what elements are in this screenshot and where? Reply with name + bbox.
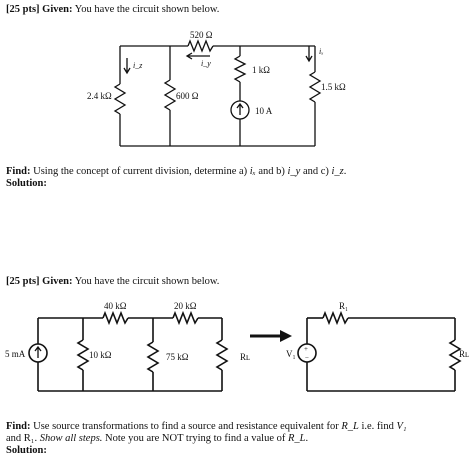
find-show: Show all steps. (39, 433, 103, 444)
label-ix: iₓ (319, 47, 324, 56)
resistor-rl (215, 339, 229, 371)
resistor-r1 (322, 310, 349, 326)
find-text: i.e. find (361, 421, 394, 432)
problem1-solution: Solution: (6, 178, 47, 189)
find-text: Using the concept of current division, d… (33, 166, 248, 177)
label-520: 520 Ω (190, 30, 213, 40)
problem1-find: Find: Using the concept of current divis… (6, 166, 346, 178)
label-rl-equivalent: Rʟ (459, 349, 469, 359)
source-arrow-icon (34, 345, 42, 358)
resistor-10k (76, 339, 90, 371)
resistor-1k (233, 55, 247, 83)
label-600: 600 Ω (176, 91, 199, 101)
find-label: Find: (6, 166, 31, 177)
find-label: Find: (6, 421, 31, 432)
problem2-header: [25 pts] Given: You have the circuit sho… (6, 276, 219, 288)
circuit-2: 40 kΩ 20 kΩ 5 mA 10 kΩ 75 kΩ Rʟ (5, 301, 250, 392)
find-text: and b) (258, 166, 285, 177)
problem2-solution: Solution: (6, 445, 47, 456)
resistor-20k (172, 310, 199, 326)
problem2-find-line1: Find: Use source transformations to find… (6, 421, 407, 433)
arrow-down-icon (123, 58, 131, 75)
find-v1: V₁ (396, 421, 407, 432)
resistor-520 (187, 39, 214, 53)
given-text: You have the circuit shown below. (74, 4, 220, 15)
circuit-1: 520 Ω 2.4 kΩ 600 Ω 1 kΩ 1.5 kΩ 10 A i_z … (87, 30, 346, 147)
resistor-75k (146, 341, 160, 373)
label-v1: V₁ (286, 349, 296, 359)
find-rl: R_L (341, 421, 359, 432)
label-40k: 40 kΩ (104, 301, 127, 311)
find-iy: i_y (287, 166, 301, 177)
label-20k: 20 kΩ (174, 301, 197, 311)
points-label: [25 pts] (6, 4, 40, 15)
label-1k: 1 kΩ (252, 65, 270, 75)
transform-arrow-icon (250, 330, 292, 342)
find-text: and R₁. (6, 433, 38, 444)
label-10a: 10 A (255, 106, 273, 116)
find-text: . (343, 166, 347, 177)
circuit-2-equivalent: + − R₁ V₁ Rʟ (286, 301, 469, 392)
find-text: Note you are NOT trying to find a value … (105, 433, 286, 444)
problem2-find-line2: and R₁. Show all steps. Note you are NOT… (6, 433, 308, 445)
label-iy: i_y (201, 59, 211, 68)
source-arrow-icon (236, 102, 244, 115)
label-75k: 75 kΩ (166, 352, 189, 362)
resistor-rl-equivalent (448, 339, 462, 371)
points-label: [25 pts] (6, 276, 40, 287)
find-rl: R_L (287, 433, 306, 444)
resistor-1-5k (308, 71, 322, 103)
problem1-header: [25 pts] Given: You have the circuit sho… (6, 4, 219, 16)
label-5ma: 5 mA (5, 349, 26, 359)
minus-sign: − (305, 354, 309, 362)
label-iz: i_z (133, 61, 143, 70)
resistor-600 (163, 79, 177, 111)
label-10k: 10 kΩ (89, 350, 112, 360)
find-ix: iₓ (249, 166, 256, 177)
plus-sign: + (304, 345, 308, 353)
arrow-down-icon (305, 46, 313, 63)
label-rl: Rʟ (240, 352, 250, 362)
find-iz: i_z (331, 166, 344, 177)
label-2-4k: 2.4 kΩ (87, 91, 112, 101)
given-text: You have the circuit shown below. (74, 276, 220, 287)
resistor-40k (102, 310, 129, 326)
find-text: Use source transformations to find a sou… (33, 421, 339, 432)
find-text: . (305, 433, 309, 444)
given-label: Given: (42, 4, 73, 15)
label-1-5k: 1.5 kΩ (321, 82, 346, 92)
find-text: and c) (302, 166, 329, 177)
label-r1: R₁ (339, 301, 348, 311)
resistor-2-4k (113, 83, 127, 115)
arrow-left-icon (185, 52, 210, 60)
given-label: Given: (42, 276, 73, 287)
